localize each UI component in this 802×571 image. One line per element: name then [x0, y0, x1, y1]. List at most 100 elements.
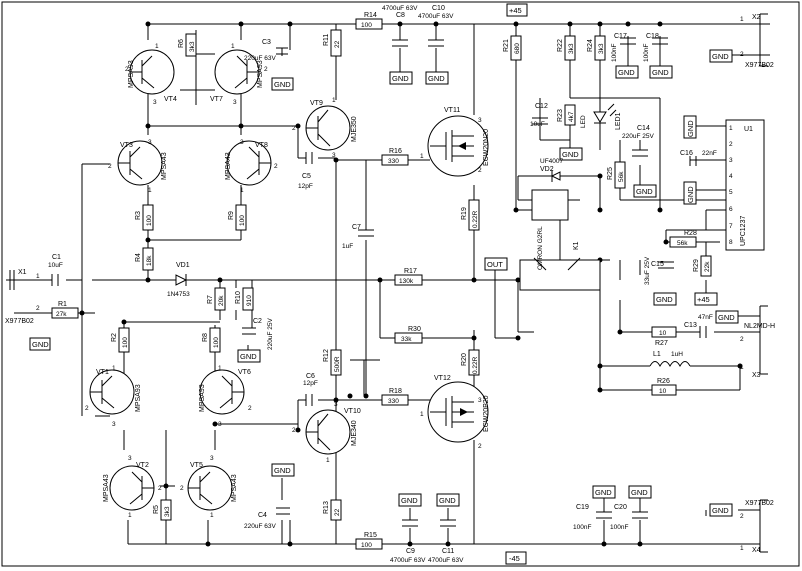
r27-ref: R27 — [655, 340, 668, 347]
c5-ref: C5 — [302, 173, 311, 180]
svg-text:1: 1 — [218, 365, 222, 372]
c10-value: 4700uF 63V — [418, 13, 454, 20]
connector-symbols — [6, 13, 770, 553]
c12-ref: C12 — [535, 103, 548, 110]
c11-ref: C11 — [442, 548, 454, 555]
c16-value: 22nF — [702, 150, 717, 157]
gnd-label: GND — [636, 187, 653, 196]
r23-value: 4k7 — [568, 111, 575, 122]
c13-value: 47nF — [698, 314, 713, 321]
vt5-symbol — [187, 465, 233, 511]
r19-ref: R19 — [461, 207, 468, 220]
c1-ref: C1 — [52, 254, 61, 261]
c14-value: 220uF 25V — [622, 133, 654, 140]
led1-ref: LED1 — [615, 112, 622, 130]
gnd-label: GND — [32, 340, 49, 349]
gnd-label: GND — [631, 488, 648, 497]
vd1-part: 1N4753 — [167, 291, 190, 298]
r16-value: 330 — [388, 158, 399, 165]
svg-text:2: 2 — [478, 167, 482, 174]
r29-value: 22k — [704, 261, 711, 272]
r16-ref: R16 — [389, 148, 402, 155]
c3-value: 220uF 63V — [244, 55, 276, 62]
c17-value: 100nF — [611, 44, 618, 62]
r20-ref: R20 — [461, 353, 468, 366]
relay-k1 — [519, 189, 601, 291]
r26-ref: R26 — [657, 378, 670, 385]
x3-part: NL2MD-H — [744, 323, 775, 330]
svg-text:1: 1 — [210, 512, 214, 519]
r30-ref: R30 — [408, 326, 421, 333]
vt1-ref: VT1 — [96, 369, 109, 376]
vt5-part: MPSA43 — [231, 474, 238, 502]
svg-text:1: 1 — [420, 411, 424, 418]
svg-text:1: 1 — [240, 187, 244, 194]
svg-text:2: 2 — [85, 405, 89, 412]
gnd-label: GND — [618, 68, 635, 77]
vt8-symbol — [226, 140, 272, 186]
svg-text:1: 1 — [36, 273, 40, 280]
vt5-ref: VT5 — [190, 462, 203, 469]
labels: +45 -45 +45 GND GND GND GND GND GND GND … — [5, 5, 775, 564]
svg-text:1: 1 — [326, 457, 330, 464]
svg-text:2: 2 — [274, 163, 278, 170]
svg-text:3: 3 — [153, 99, 157, 106]
vt2-symbol — [109, 465, 155, 511]
r29-ref: R29 — [693, 259, 700, 272]
r12-ref: R12 — [323, 349, 330, 362]
r21-value: 680 — [514, 43, 521, 54]
gnd-label: GND — [718, 313, 735, 322]
u1-part: UPC1237 — [740, 216, 747, 246]
vt12-symbol — [427, 381, 489, 443]
out-label: OUT — [487, 260, 503, 269]
r28-value: 56k — [677, 240, 688, 247]
svg-text:2: 2 — [740, 51, 744, 58]
r20-value: 0.22R — [472, 356, 479, 374]
svg-text:3: 3 — [112, 421, 116, 428]
x1-ref: X1 — [18, 269, 27, 276]
svg-text:8: 8 — [729, 239, 733, 246]
vt11-part: ECW20N20 — [483, 129, 490, 166]
r3-value: 100 — [146, 215, 153, 226]
svg-text:3: 3 — [478, 397, 482, 404]
svg-text:2: 2 — [478, 443, 482, 450]
r2-ref: R2 — [111, 333, 118, 342]
c20-ref: C20 — [614, 504, 627, 511]
capacitor-plates — [51, 37, 707, 527]
r10-ref: R10 — [235, 291, 242, 304]
rail-pos-label-2: +45 — [697, 295, 710, 304]
c3-ref: C3 — [262, 39, 271, 46]
gnd-label: GND — [392, 74, 409, 83]
vd1-ref: VD1 — [176, 262, 190, 269]
r12-value: 500R — [334, 356, 341, 372]
u1-ref: U1 — [744, 126, 753, 133]
r15-ref: R15 — [364, 532, 377, 539]
svg-text:2: 2 — [125, 66, 129, 73]
r8-ref: R8 — [202, 333, 209, 342]
r6-value: 3k3 — [189, 41, 196, 52]
gnd-label: GND — [562, 150, 579, 159]
vt12-ref: VT12 — [434, 375, 451, 382]
svg-text:3: 3 — [233, 99, 237, 106]
l1-ref: L1 — [653, 351, 661, 358]
c7-ref: C7 — [352, 224, 361, 231]
c19-value: 100nF — [573, 524, 591, 531]
svg-text:2: 2 — [292, 125, 296, 132]
c15-value: 33uF 25V — [644, 256, 651, 285]
svg-text:6: 6 — [729, 206, 733, 213]
vt8-ref: VT8 — [255, 142, 268, 149]
inductor-l1 — [649, 361, 691, 368]
gnd-label: GND — [401, 496, 418, 505]
svg-text:4: 4 — [729, 173, 733, 180]
r24-value: 3k3 — [598, 43, 605, 54]
r23-ref: R23 — [557, 109, 564, 122]
c16-ref: C16 — [680, 150, 693, 157]
c9-ref: C9 — [406, 548, 415, 555]
c14-ref: C14 — [637, 125, 650, 132]
c2-value: 220uF 25V — [267, 318, 274, 350]
r11-ref: R11 — [323, 34, 330, 46]
vt10-symbol — [305, 409, 351, 455]
r13-value: 22 — [334, 508, 341, 516]
resistor-bodies — [51, 18, 712, 550]
x4-part: X977B02 — [745, 500, 774, 507]
